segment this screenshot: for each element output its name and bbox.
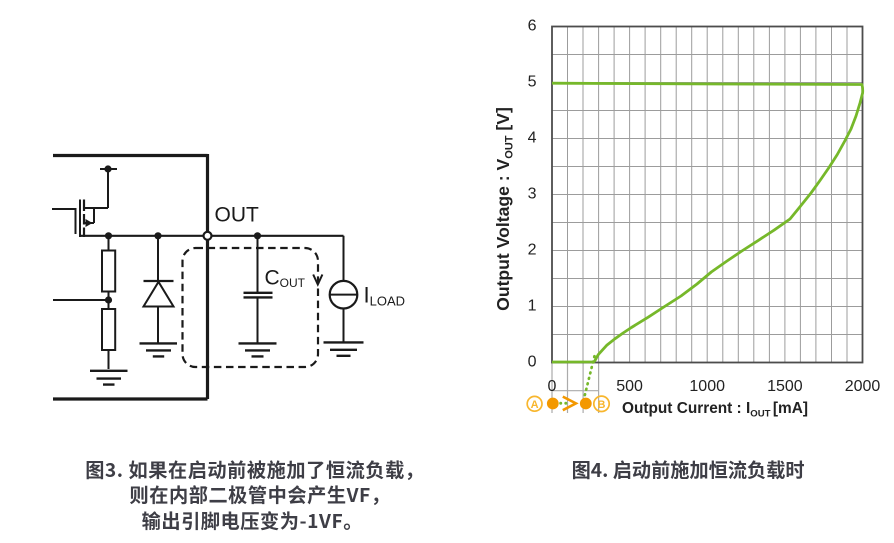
svg-text:ILOAD: ILOAD bbox=[364, 283, 406, 309]
svg-text:COUT: COUT bbox=[265, 267, 306, 291]
svg-text:2000: 2000 bbox=[845, 378, 881, 395]
svg-text:1000: 1000 bbox=[689, 378, 725, 395]
svg-text:5: 5 bbox=[528, 74, 537, 91]
svg-text:Output Current : IOUT[mA]: Output Current : IOUT[mA] bbox=[622, 400, 808, 419]
svg-text:6: 6 bbox=[528, 18, 537, 35]
svg-text:0: 0 bbox=[528, 354, 537, 371]
svg-text:4: 4 bbox=[528, 130, 537, 147]
svg-text:2: 2 bbox=[528, 242, 537, 259]
svg-text:1: 1 bbox=[528, 298, 537, 315]
svg-text:0: 0 bbox=[548, 378, 557, 395]
svg-text:A: A bbox=[531, 399, 539, 411]
svg-text:Output Voltage : VOUT [V]: Output Voltage : VOUT [V] bbox=[493, 107, 516, 311]
svg-text:3: 3 bbox=[528, 186, 537, 203]
svg-text:1500: 1500 bbox=[767, 378, 803, 395]
svg-text:OUT: OUT bbox=[215, 204, 260, 227]
svg-text:B: B bbox=[598, 399, 606, 411]
svg-text:500: 500 bbox=[616, 378, 643, 395]
